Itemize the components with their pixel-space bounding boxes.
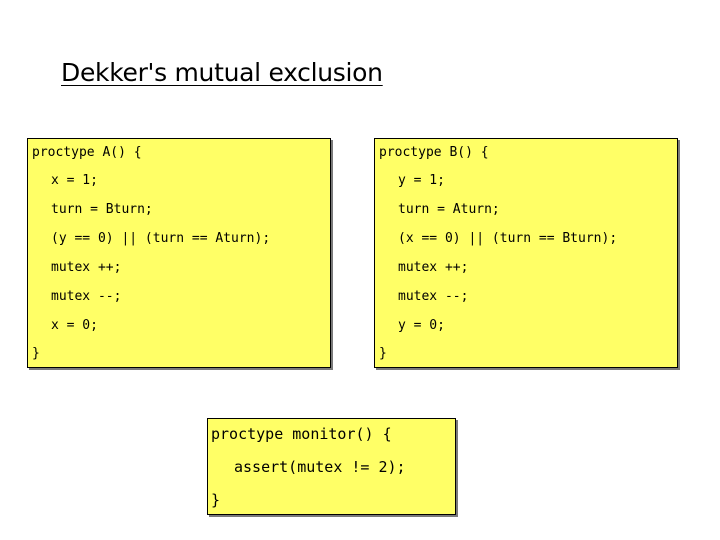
code-line: mutex --; xyxy=(51,289,122,304)
code-line: x = 1; xyxy=(51,173,98,188)
code-line: x = 0; xyxy=(51,318,98,333)
code-line: } xyxy=(379,346,387,361)
code-line: proctype B() { xyxy=(379,145,489,160)
code-line: (y == 0) || (turn == Aturn); xyxy=(51,231,271,246)
code-line: mutex ++; xyxy=(51,260,122,275)
code-line: proctype monitor() { xyxy=(211,425,392,443)
proctype-monitor-code-box: proctype monitor() { assert(mutex != 2);… xyxy=(207,418,456,515)
code-line: } xyxy=(211,491,221,509)
code-line: y = 1; xyxy=(398,173,445,188)
code-line: mutex ++; xyxy=(398,260,469,275)
code-line: mutex --; xyxy=(398,289,469,304)
proctype-a-code-box: proctype A() { x = 1; turn = Bturn; (y =… xyxy=(27,138,331,368)
code-line: assert(mutex != 2); xyxy=(234,458,406,476)
code-line: proctype A() { xyxy=(32,145,142,160)
proctype-b-code-box: proctype B() { y = 1; turn = Aturn; (x =… xyxy=(374,138,678,368)
code-line: turn = Bturn; xyxy=(51,202,153,217)
code-line: y = 0; xyxy=(398,318,445,333)
code-line: turn = Aturn; xyxy=(398,202,500,217)
code-line: } xyxy=(32,346,40,361)
page-title: Dekker's mutual exclusion xyxy=(61,58,383,87)
code-line: (x == 0) || (turn == Bturn); xyxy=(398,231,618,246)
